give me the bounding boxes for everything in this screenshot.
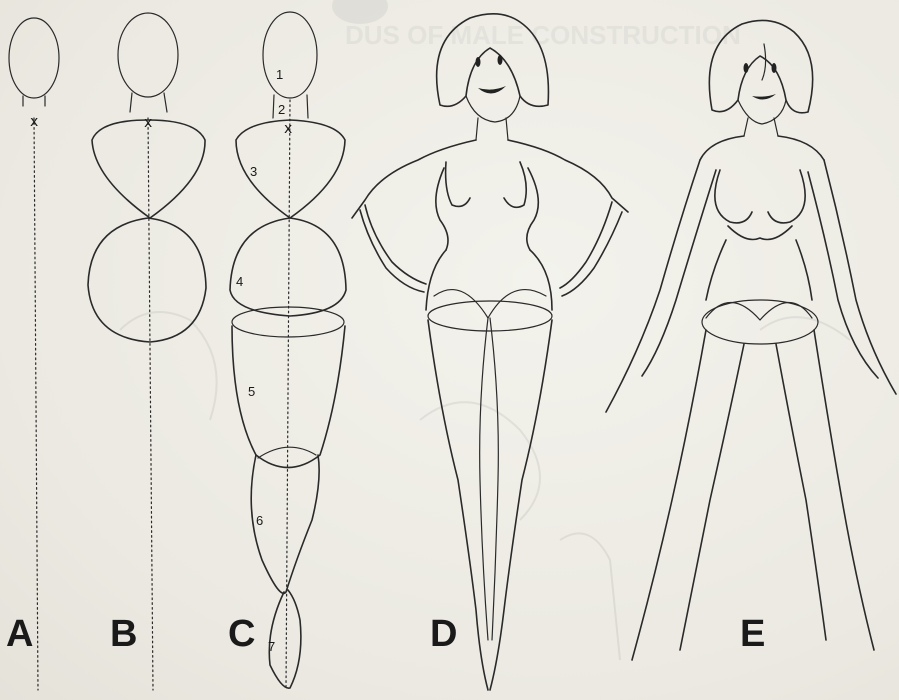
figure-d-label: D	[430, 613, 457, 655]
figure-d-inner-line	[480, 318, 488, 640]
figure-c-segment-label: 1	[276, 67, 283, 82]
figure-a-balance-line	[34, 118, 38, 690]
figure-e-eye-left	[744, 63, 749, 73]
figure-d-left-arm	[360, 205, 426, 292]
figure-d-bust	[446, 162, 527, 207]
figure-d-waist	[436, 168, 538, 250]
figure-b-chest-oval	[92, 120, 205, 218]
figure-b-balance-line	[148, 118, 153, 690]
figure-b-neck	[130, 93, 167, 112]
figure-c-segment-label: 7	[268, 639, 275, 654]
figure-e-underbust	[728, 226, 792, 240]
figure-e-nose	[762, 44, 766, 80]
figure-e-bust	[715, 170, 805, 223]
figure-c-segment-label: 6	[256, 513, 263, 528]
figure-b-label: B	[110, 613, 137, 655]
figure-e-label: E	[740, 613, 765, 655]
figure-e-right-shoulder	[778, 136, 824, 160]
figure-c-segment-label: 4	[236, 274, 243, 289]
figure-e-left-shoulder	[700, 136, 744, 160]
figure-c-hip-oval	[230, 218, 346, 316]
figure-d: D	[352, 14, 628, 690]
figure-a: x A	[6, 18, 59, 690]
figure-d-right-arm	[560, 202, 622, 296]
figure-d-right-leg	[490, 320, 552, 690]
figure-b-mark: x	[144, 115, 152, 131]
figure-d-inner-line	[490, 318, 498, 640]
figure-c-label: C	[228, 613, 255, 655]
figure-a-label: A	[6, 613, 33, 655]
figure-d-right-shoulder	[508, 140, 628, 212]
figure-e-hip-band	[702, 300, 818, 344]
figure-b: x B	[88, 13, 206, 690]
figure-e-right-leg	[814, 330, 874, 650]
figure-d-eye-left	[476, 57, 481, 67]
figure-c-balance-line	[286, 100, 290, 688]
figure-d-mouth	[478, 86, 506, 94]
figure-b-head	[118, 13, 178, 97]
figure-e-face	[738, 100, 786, 124]
bleed-through-layer: DUS OF MALE CONSTRUCTION	[120, 0, 850, 660]
figure-e-waist	[706, 240, 812, 300]
figure-d-eye-right	[498, 55, 503, 65]
figure-e: E	[606, 20, 896, 660]
bleed-through-heading: DUS OF MALE CONSTRUCTION	[345, 20, 741, 50]
figure-a-mark: x	[30, 114, 38, 130]
figure-d-face	[466, 96, 520, 122]
figure-e-right-leg-inner	[776, 344, 826, 640]
figure-c-head	[263, 12, 317, 98]
figure-e-mouth	[752, 94, 776, 100]
figure-e-left-arm	[606, 160, 716, 412]
figure-c-segment-label: 3	[250, 164, 257, 179]
figure-e-eye-right	[772, 63, 777, 73]
figure-c-segment-label: 2	[278, 102, 285, 117]
figure-d-hip-band	[428, 301, 552, 331]
figure-c-segment-label: 5	[248, 384, 255, 399]
figure-e-left-leg-inner	[680, 344, 744, 650]
figure-e-neck	[744, 118, 778, 136]
figure-c: x 1 2 3 4 5 6 7 C	[228, 12, 346, 688]
figure-c-mark: x	[284, 121, 292, 137]
figure-a-head	[9, 18, 59, 98]
figure-e-right-arm	[808, 160, 896, 394]
figure-b-hip-oval	[88, 218, 206, 342]
figure-e-left-leg	[632, 330, 706, 660]
